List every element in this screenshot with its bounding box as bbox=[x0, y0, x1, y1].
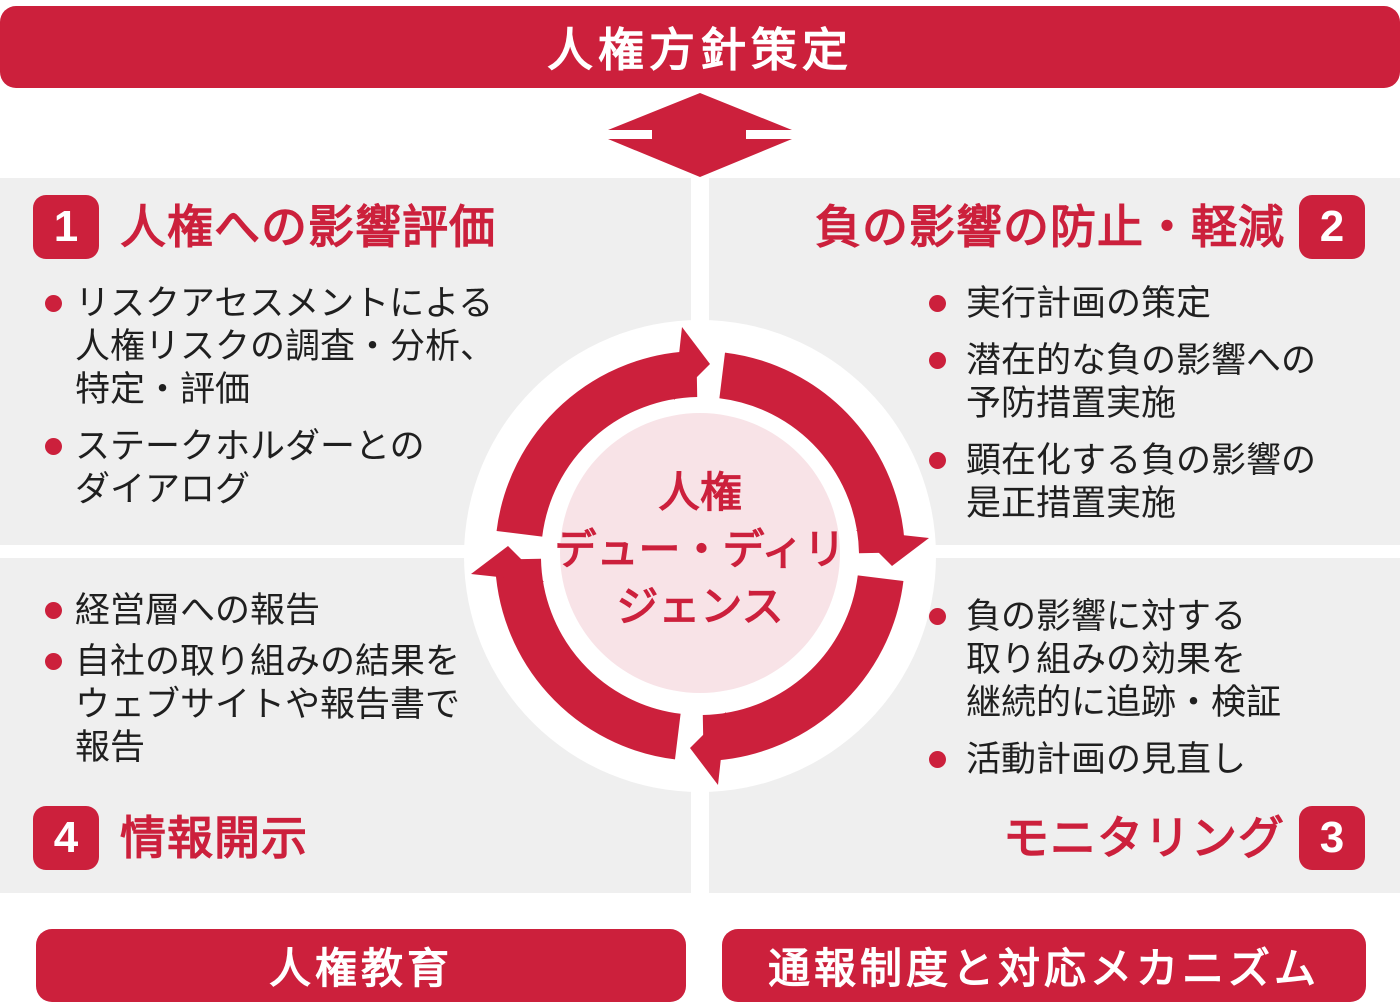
bullet-line: 経営層への報告 bbox=[75, 591, 321, 630]
bullet-line: 取り組みの効果を bbox=[966, 640, 1247, 679]
quadrant-prevention-mitigation: 負の影響の防止・軽減 2 実行計画の策定 潜在的な負の影響への 予防措置実施 bbox=[709, 178, 1400, 545]
step-number-badge: 1 bbox=[33, 195, 99, 259]
bullet-line: 潜在的な負の影響への bbox=[966, 341, 1317, 380]
policy-header-title: 人権方針策定 bbox=[547, 24, 853, 76]
bullet-line: 実行計画の策定 bbox=[966, 284, 1212, 323]
bullet-dot bbox=[45, 602, 62, 619]
bullet-line: 予防措置実施 bbox=[966, 384, 1177, 423]
bullet-line: 報告 bbox=[75, 728, 146, 767]
step-number-badge: 4 bbox=[33, 806, 99, 870]
bullet-line: 負の影響に対する bbox=[966, 597, 1247, 636]
quadrant-4-bullet-list: 経営層への報告 自社の取り組みの結果を ウェブサイトや報告書で 報告 bbox=[45, 589, 460, 769]
bullet-dot bbox=[929, 452, 946, 469]
footer-bar-education: 人権教育 bbox=[36, 929, 686, 1002]
list-item: 活動計画の見直し bbox=[929, 738, 1281, 781]
bullet-line: ダイアログ bbox=[75, 470, 251, 509]
footer-bar-grievance-label: 通報制度と対応メカニズム bbox=[767, 945, 1320, 992]
bullet-line: 人権リスクの調査・分析、 bbox=[75, 327, 496, 366]
quadrant-1-bullet-list: リスクアセスメントによる 人権リスクの調査・分析、 特定・評価 ステークホルダー… bbox=[45, 282, 495, 511]
bullet-dot bbox=[45, 295, 62, 312]
list-item: 実行計画の策定 bbox=[929, 282, 1316, 325]
bullet-line: 是正措置実施 bbox=[966, 484, 1177, 523]
bullet-line: 継続的に追跡・検証 bbox=[966, 683, 1282, 722]
bullet-dot bbox=[929, 608, 946, 625]
bullet-line: 自社の取り組みの結果を bbox=[75, 642, 461, 681]
quadrant-4-title-row: 4 情報開示 bbox=[33, 806, 308, 870]
quadrant-3-title-row: モニタリング 3 bbox=[1003, 806, 1365, 870]
policy-header-bar: 人権方針策定 bbox=[0, 6, 1400, 88]
bullet-line: ステークホルダーとの bbox=[75, 427, 425, 466]
double-vertical-arrow-icon bbox=[608, 93, 792, 177]
quadrant-title: 負の影響の防止・軽減 bbox=[815, 201, 1285, 253]
quadrant-impact-assessment: 1 人権への影響評価 リスクアセスメントによる 人権リスクの調査・分析、 特定・… bbox=[0, 178, 691, 545]
bullet-dot bbox=[929, 352, 946, 369]
bullet-dot bbox=[929, 295, 946, 312]
bullet-line: 特定・評価 bbox=[75, 370, 251, 409]
quadrant-2-title-row: 負の影響の防止・軽減 2 bbox=[815, 195, 1365, 259]
step-number-badge: 3 bbox=[1299, 806, 1365, 870]
list-item: 潜在的な負の影響への 予防措置実施 bbox=[929, 339, 1316, 425]
bullet-dot bbox=[45, 653, 62, 670]
bullet-line: 顕在化する負の影響の bbox=[966, 441, 1317, 480]
bullet-line: リスクアセスメントによる bbox=[75, 284, 494, 323]
quadrant-1-title-row: 1 人権への影響評価 bbox=[33, 195, 496, 259]
bullet-line: ウェブサイトや報告書で bbox=[75, 685, 461, 724]
quadrant-title: モニタリング bbox=[1003, 812, 1285, 864]
quadrant-title: 人権への影響評価 bbox=[120, 201, 496, 253]
quadrant-monitoring: 負の影響に対する 取り組みの効果を 継続的に追跡・検証 活動計画の見直し モニタ… bbox=[709, 558, 1400, 893]
bullet-dot bbox=[45, 438, 62, 455]
footer-bar-education-label: 人権教育 bbox=[268, 945, 453, 992]
quadrant-information-disclosure: 経営層への報告 自社の取り組みの結果を ウェブサイトや報告書で 報告 4 情報開… bbox=[0, 558, 691, 893]
bullet-line: 活動計画の見直し bbox=[966, 740, 1247, 779]
footer-bar-grievance-mechanism: 通報制度と対応メカニズム bbox=[722, 929, 1366, 1002]
list-item: 経営層への報告 bbox=[45, 589, 460, 632]
bullet-dot bbox=[929, 751, 946, 768]
list-item: 負の影響に対する 取り組みの効果を 継続的に追跡・検証 bbox=[929, 595, 1281, 724]
quadrant-title: 情報開示 bbox=[120, 812, 308, 864]
quadrant-3-bullet-list: 負の影響に対する 取り組みの効果を 継続的に追跡・検証 活動計画の見直し bbox=[929, 595, 1281, 781]
list-item: ステークホルダーとの ダイアログ bbox=[45, 425, 495, 511]
list-item: リスクアセスメントによる 人権リスクの調査・分析、 特定・評価 bbox=[45, 282, 495, 411]
step-number-badge: 2 bbox=[1299, 195, 1365, 259]
list-item: 顕在化する負の影響の 是正措置実施 bbox=[929, 439, 1316, 525]
quadrant-2-bullet-list: 実行計画の策定 潜在的な負の影響への 予防措置実施 顕在化する負の影響の 是正措… bbox=[929, 282, 1316, 525]
list-item: 自社の取り組みの結果を ウェブサイトや報告書で 報告 bbox=[45, 640, 460, 769]
